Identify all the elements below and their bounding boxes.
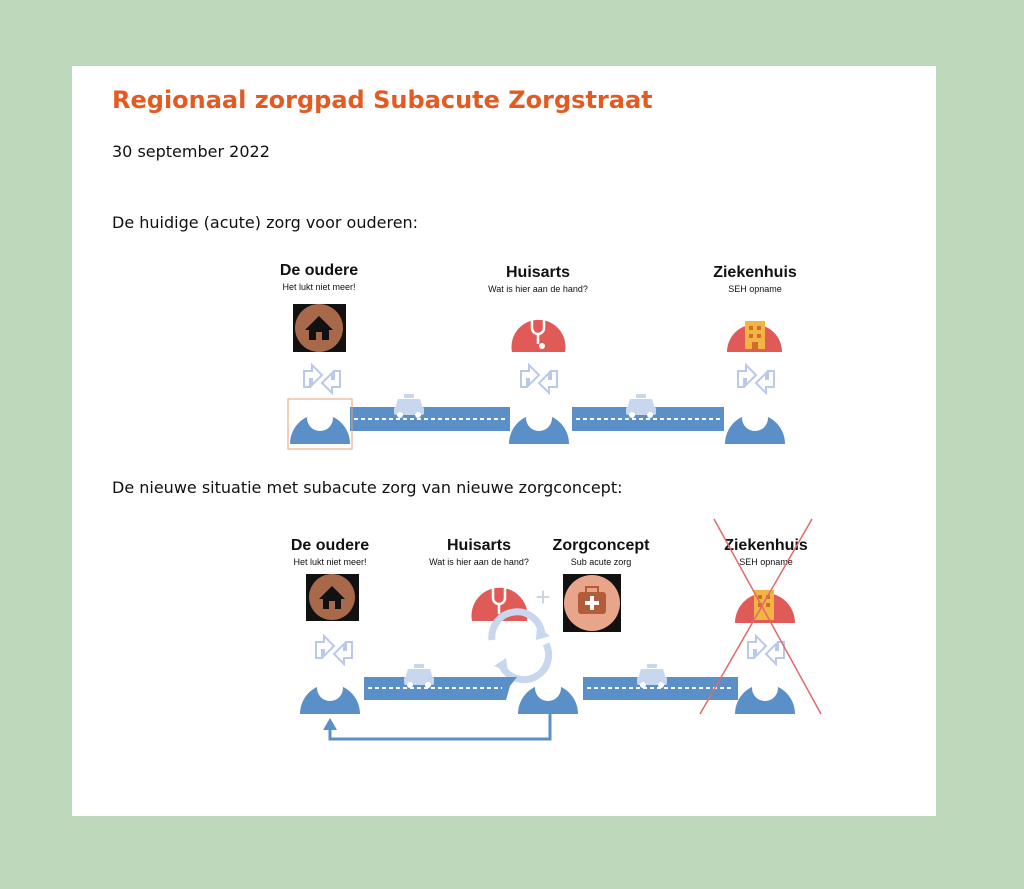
refresh-arrows-icon [520,364,558,394]
house-icon [293,304,346,352]
node-title: Ziekenhuis [713,264,797,281]
section-heading-current: De huidige (acute) zorg voor ouderen: [112,213,419,232]
current-pathway: De oudere Het lukt niet meer! Huisarts W… [280,262,797,450]
taxi-icon [404,664,434,688]
hospital-icon [735,590,795,623]
node-title: Huisarts [506,264,570,281]
taxi-icon [626,394,656,418]
road-segment [350,407,510,431]
node-title: Zorgconcept [553,537,651,554]
node-title: Ziekenhuis [724,537,808,554]
refresh-arrows-icon [747,635,785,665]
location-marker [725,405,785,444]
plus-icon: + [535,582,550,612]
taxi-icon [637,664,667,688]
taxi-icon [394,394,424,418]
node-subtitle: Sub acute zorg [571,557,632,567]
section-heading-new: De nieuwe situatie met subacute zorg van… [112,478,623,497]
refresh-arrows-icon [303,364,341,394]
node-title: De oudere [280,262,358,279]
document-title: Regionaal zorgpad Subacute Zorgstraat [112,86,653,114]
cross-out-mark [699,518,822,715]
hospital-icon [727,321,782,352]
care-pathway-diagram: De oudere Het lukt niet meer! Huisarts W… [280,262,822,741]
location-marker [735,675,795,714]
document-page: Regionaal zorgpad Subacute Zorgstraat 30… [72,66,936,816]
location-marker [509,405,569,444]
location-marker [300,675,360,714]
document-date: 30 september 2022 [112,142,270,161]
node-title: Huisarts [447,537,511,554]
cycle-arrows-icon [488,608,553,684]
node-subtitle: SEH opname [728,284,782,294]
node-subtitle: SEH opname [739,557,793,567]
new-pathway: De oudere Het lukt niet meer! Huisarts W… [291,518,822,741]
return-arrow [323,706,552,741]
refresh-arrows-icon [315,635,353,665]
location-marker [290,405,350,444]
stethoscope-icon [511,316,566,352]
node-subtitle: Het lukt niet meer! [293,557,366,567]
node-title: De oudere [291,537,369,554]
node-subtitle: Het lukt niet meer! [282,282,355,292]
node-subtitle: Wat is hier aan de hand? [429,557,529,567]
selection-frame [287,398,353,450]
first-aid-kit-icon [563,574,621,632]
node-subtitle: Wat is hier aan de hand? [488,284,588,294]
house-icon [306,574,359,621]
refresh-arrows-icon [737,364,775,394]
